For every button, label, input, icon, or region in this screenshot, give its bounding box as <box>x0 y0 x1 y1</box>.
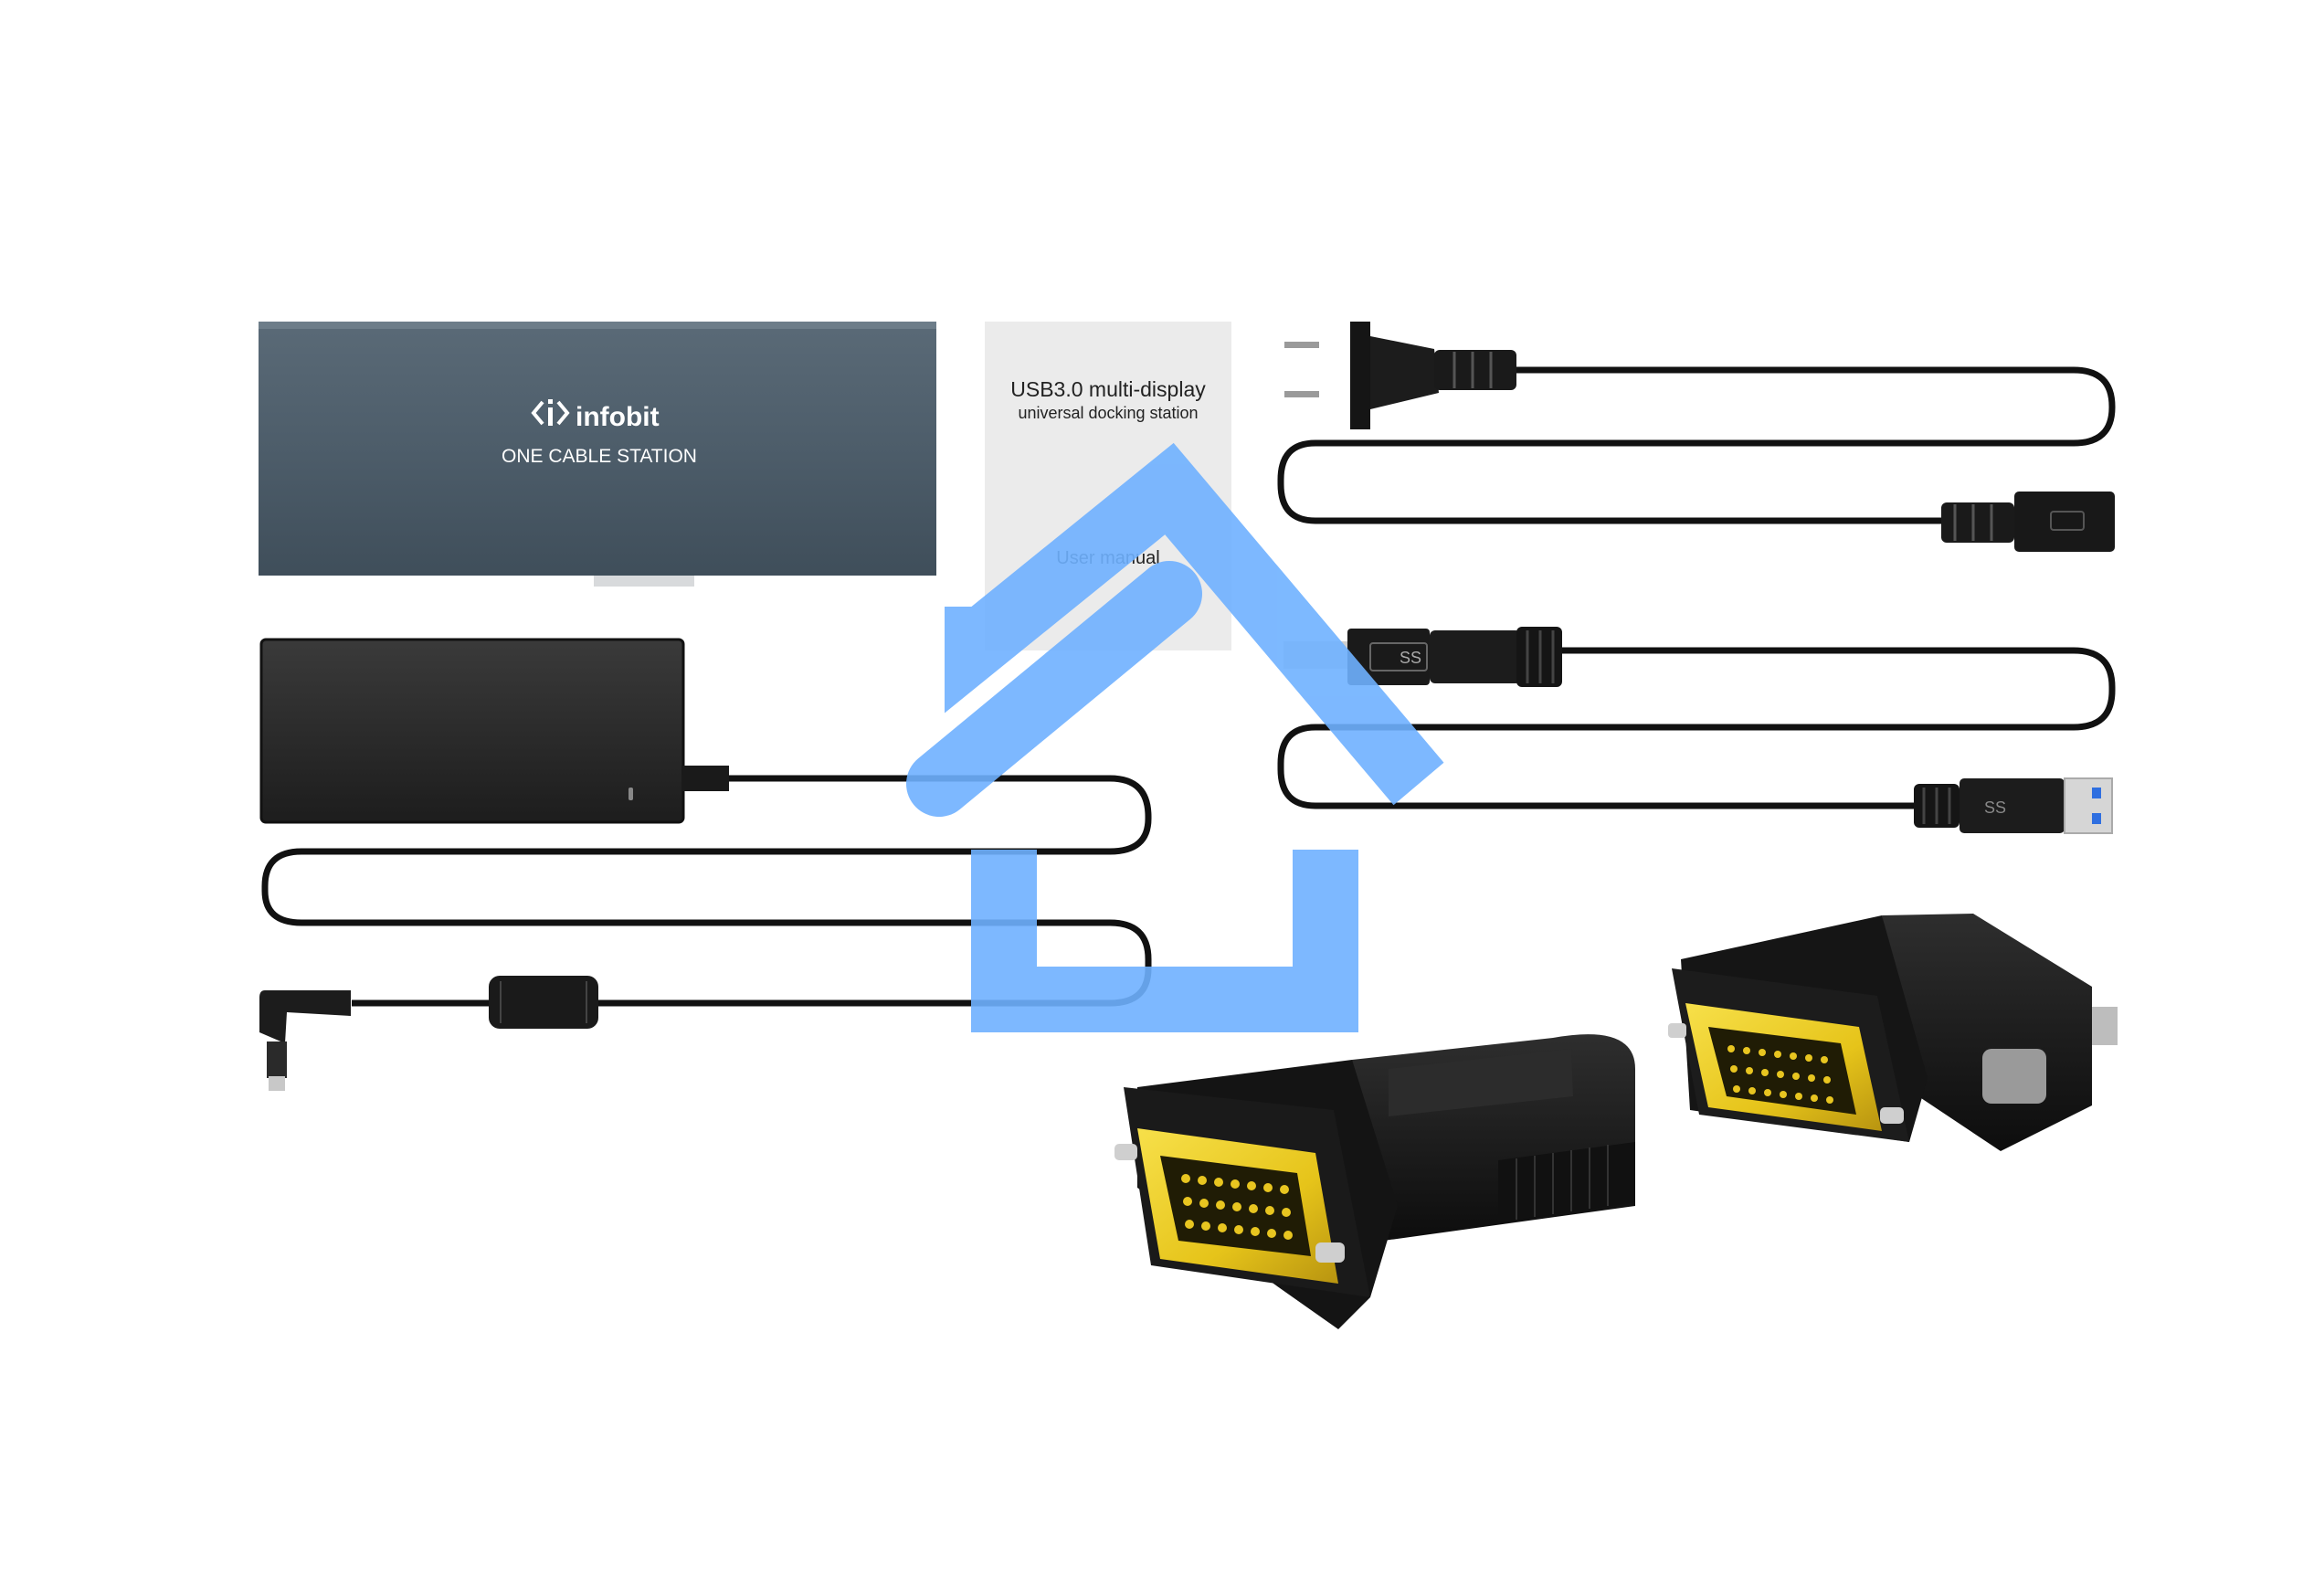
dock-model: ONE CABLE STATION <box>502 446 697 467</box>
usb-ss-label-b: SS <box>1400 649 1421 667</box>
infobit-logo-icon <box>531 399 570 426</box>
home-icon <box>906 442 1444 1032</box>
usb3-cable-wire <box>1277 647 2116 809</box>
manual-title: USB3.0 multi-display <box>1010 377 1206 401</box>
ac-power-cord-cable <box>1277 366 2116 524</box>
dvi-to-hdmi-adapter <box>1114 1034 1635 1329</box>
dvi-to-vga-adapter <box>1668 914 2118 1151</box>
manual-subtitle: universal docking station <box>1018 404 1198 422</box>
power-adapter <box>259 638 1152 1091</box>
ac-power-cord <box>1277 322 2116 552</box>
dock-brand: infobit <box>576 402 660 432</box>
usb-ss-label-a: SS <box>1984 798 2006 817</box>
docking-station: infobit ONE CABLE STATION <box>259 322 936 587</box>
